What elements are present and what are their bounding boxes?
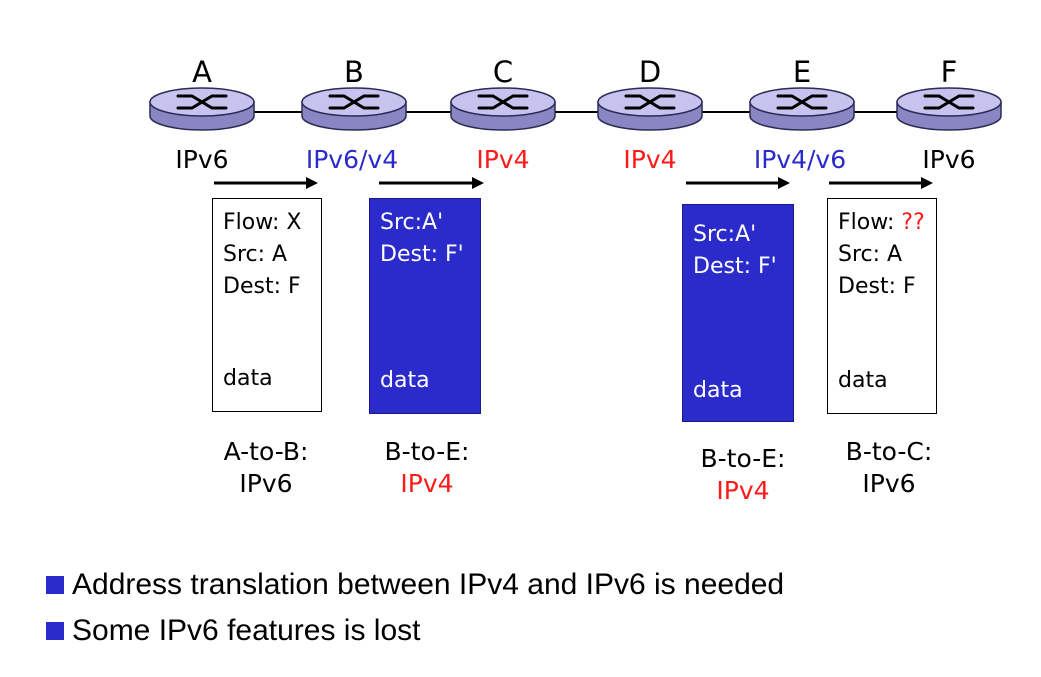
- flow-value: ??: [901, 210, 925, 235]
- caption-a-to-b: A-to-B: IPv6: [196, 436, 336, 500]
- router-icon-e: [749, 87, 855, 131]
- packet-line: Src: A: [223, 242, 288, 267]
- router-icon-c: [450, 87, 556, 131]
- packet-line: Flow: X: [223, 210, 302, 235]
- router-icon-d: [597, 87, 703, 131]
- packet-line: Dest: F: [223, 274, 301, 299]
- router-icon-f: [896, 87, 1002, 131]
- proto-label-b: IPv6/v4: [305, 145, 399, 174]
- arrow-right-icon: [686, 177, 790, 189]
- packet-data: data: [838, 368, 888, 393]
- caption-top: A-to-B:: [223, 437, 309, 466]
- caption-top: B-to-C:: [845, 437, 933, 466]
- proto-label-d: IPv4: [623, 145, 677, 174]
- packet-data: data: [693, 378, 743, 403]
- proto-label-a: IPv6: [175, 145, 229, 174]
- packet-line: Src:A': [380, 210, 444, 235]
- packet-line: Dest: F: [838, 274, 916, 299]
- bullet-list: Address translation between IPv4 and IPv…: [46, 562, 784, 654]
- caption-bottom: IPv6: [862, 469, 916, 498]
- packet-a-to-b: Flow: X Src: A Dest: F data: [212, 198, 322, 412]
- bullet-item: Some IPv6 features is lost: [46, 608, 784, 654]
- packet-flow-line: Flow: ??: [838, 207, 936, 239]
- proto-label-e: IPv4/v6: [753, 145, 847, 174]
- caption-bottom: IPv4: [716, 476, 770, 505]
- square-bullet-icon: [46, 622, 64, 640]
- router-icon-b: [301, 87, 407, 131]
- arrows-layer: [214, 177, 933, 189]
- packet-b-to-e-left: Src:A' Dest: F' data: [369, 198, 481, 414]
- bullet-text: Address translation between IPv4 and IPv…: [72, 568, 785, 601]
- router-label-d: D: [638, 55, 662, 89]
- packet-line: Dest: F': [380, 242, 464, 267]
- caption-top: B-to-E:: [384, 437, 470, 466]
- bullet-text: Some IPv6 features is lost: [72, 614, 421, 647]
- arrow-right-icon: [214, 177, 318, 189]
- caption-b-to-c: B-to-C: IPv6: [819, 436, 959, 500]
- router-label-a: A: [192, 55, 212, 89]
- router-label-c: C: [492, 55, 514, 89]
- router-label-b: B: [344, 55, 364, 89]
- caption-bottom: IPv6: [239, 469, 293, 498]
- packet-line: Src:A': [693, 222, 757, 247]
- caption-bottom: IPv4: [400, 469, 454, 498]
- packet-line: Dest: F': [693, 254, 777, 279]
- router-label-f: F: [940, 55, 958, 89]
- proto-label-f: IPv6: [922, 145, 976, 174]
- packet-b-to-e-right: Src:A' Dest: F' data: [682, 204, 794, 422]
- caption-b-to-e-right: B-to-E: IPv4: [673, 443, 813, 507]
- caption-b-to-e-left: B-to-E: IPv4: [357, 436, 497, 500]
- packet-b-to-c: Flow: ?? Src: A Dest: F data: [827, 198, 937, 414]
- bullet-item: Address translation between IPv4 and IPv…: [46, 562, 784, 608]
- arrow-right-icon: [379, 177, 484, 189]
- square-bullet-icon: [46, 576, 64, 594]
- packet-line: Src: A: [838, 242, 903, 267]
- flow-label: Flow:: [838, 210, 902, 235]
- packet-data: data: [223, 366, 273, 391]
- arrow-right-icon: [829, 177, 933, 189]
- routers-layer: [149, 87, 1002, 131]
- packet-data: data: [380, 368, 430, 393]
- router-label-e: E: [792, 55, 812, 89]
- proto-label-c: IPv4: [476, 145, 530, 174]
- caption-top: B-to-E:: [700, 444, 786, 473]
- router-icon-a: [149, 87, 255, 131]
